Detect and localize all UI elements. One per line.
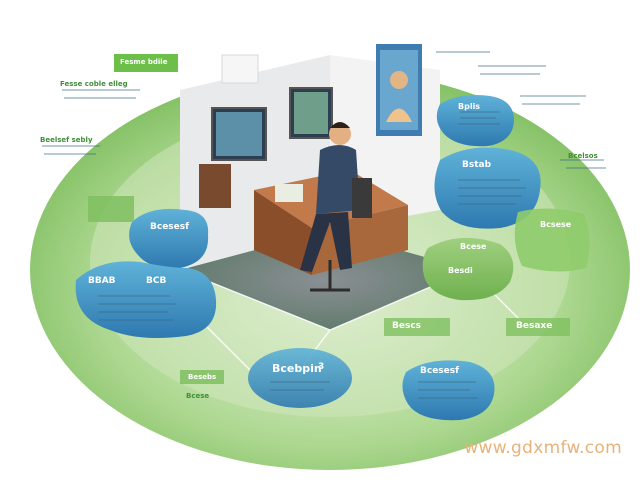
left-green-box (88, 196, 134, 222)
right-blob-mid-label: Bstab (462, 160, 492, 170)
right-green-2-label: Bcelsos (568, 152, 598, 160)
right-blob-lower (422, 237, 514, 301)
center-bottom-label: Bcebpin (272, 362, 322, 375)
center-bottom-tail: 3 (318, 362, 325, 372)
left-blob-b-label: BBAB (88, 276, 116, 286)
left-blob-b2-label: BCB (146, 276, 167, 286)
left-block-2-label: Beelsef sebly (40, 136, 93, 144)
watermark-text: www.gdxmfw.com (464, 438, 622, 458)
top-tag-box (114, 54, 178, 72)
person-body (316, 145, 360, 214)
bar-right-label: Besaxe (516, 321, 553, 331)
bar-left (384, 318, 450, 336)
bar-left-label: Bescs (392, 321, 422, 331)
wall-cabinet (221, 54, 259, 84)
small-bottom-left-label: Besebs (188, 373, 217, 381)
right-blob-top-label: Bplis (458, 102, 481, 111)
right-bottom-blob-label: Bcesesf (420, 366, 460, 376)
left-blob-upper (129, 208, 209, 269)
small-bottom-left2-label: Bcese (186, 392, 210, 400)
left-green-bar (180, 370, 224, 384)
right-blob-lower2-label: Besdi (448, 266, 473, 275)
right-blob-top (436, 95, 515, 147)
person-head (329, 123, 351, 145)
left-block-1-label: Fesse coble elleg (60, 80, 128, 88)
room-floor (180, 230, 470, 330)
right-blob-lower-label: Bcese (460, 242, 487, 251)
left-blob-a-label: Bcesesf (150, 222, 190, 232)
decor-text-lines (42, 51, 606, 399)
left-blob-main (75, 261, 217, 338)
right-green-1-label: Bcsese (540, 220, 572, 229)
center-bottom-blob (248, 348, 352, 408)
office-chair (352, 178, 372, 218)
right-green-card (514, 208, 590, 272)
side-cabinet (199, 164, 231, 208)
bar-right (506, 318, 570, 336)
top-tag-label: Fesme bdile (120, 58, 168, 66)
